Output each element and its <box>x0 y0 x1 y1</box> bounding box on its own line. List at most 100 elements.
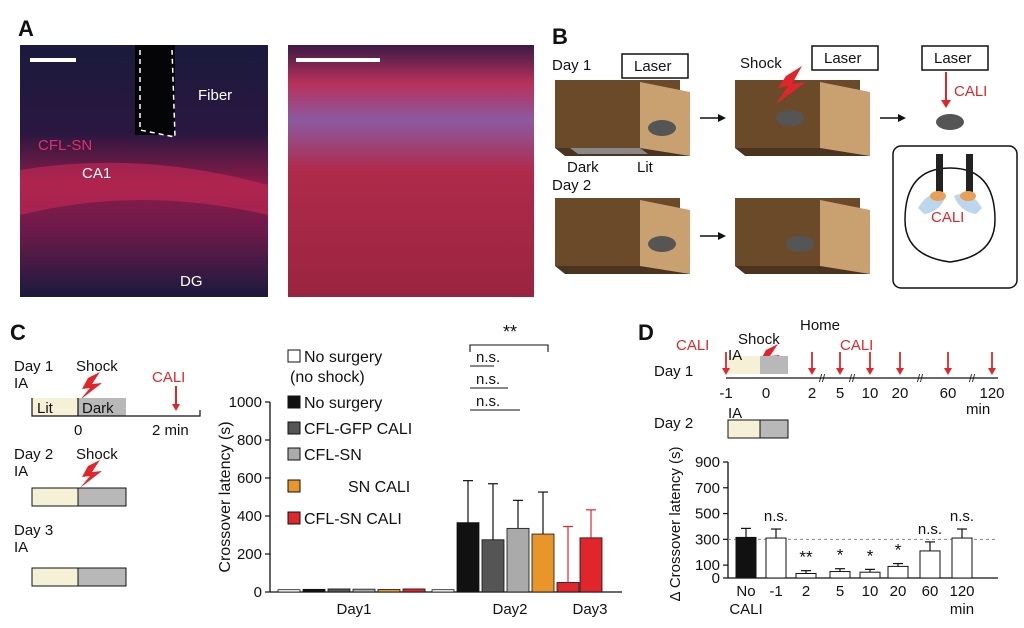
ca1-label: CA1 <box>82 165 111 182</box>
d-y-tick-label: 300 <box>695 531 720 548</box>
apparatus-day1-a <box>555 80 690 156</box>
d-home-label: Home <box>800 317 840 334</box>
c-legend-label: No surgery <box>304 395 382 412</box>
shock-bolt-b <box>776 66 806 104</box>
d-cali-arrowhead <box>722 368 730 375</box>
d-shock-label: Shock <box>738 331 780 348</box>
c-t2-label: 2 min <box>152 422 189 439</box>
d-x-tick-label: No <box>736 583 755 600</box>
d-x-tick-label: 20 <box>890 583 907 600</box>
ca1-band <box>20 162 268 215</box>
mouse-2 <box>776 110 804 126</box>
d-y-tick-label: 500 <box>695 506 720 523</box>
d-y-tick-label: 900 <box>695 454 720 471</box>
d-sig: n.s. <box>918 521 942 538</box>
c-legend-label: SN CALI <box>348 479 410 496</box>
laser-label-3: Laser <box>934 50 972 67</box>
c-legend-swatch <box>287 511 301 525</box>
c-bar <box>481 539 505 593</box>
c-y-tick-label: 600 <box>237 470 262 487</box>
mouse-3 <box>648 236 676 252</box>
c-y-axis-label: Crossover latency (s) <box>217 421 234 572</box>
d-x-tick-label: -1 <box>769 583 782 600</box>
c-day3-label: Day 3 <box>14 522 53 539</box>
d-min-label: min <box>966 401 990 418</box>
c-shock2-label: Shock <box>76 446 118 463</box>
c-day-label: Day1 <box>336 601 371 618</box>
c-bar <box>531 533 555 593</box>
cali-label-b2: CALI <box>931 209 964 226</box>
c-bar <box>556 582 580 593</box>
apparatus-day2-a <box>555 198 690 274</box>
d-bar <box>919 550 941 579</box>
c-bar <box>402 588 426 593</box>
c-legend-swatch <box>287 349 301 363</box>
d-x-tick-label: 120 <box>949 583 974 600</box>
micrograph-right <box>288 45 534 297</box>
c-y-tick-label: 200 <box>237 546 262 563</box>
d-sig: * <box>867 546 874 565</box>
c-bar <box>456 522 480 593</box>
d-y-tick-label: 700 <box>695 480 720 497</box>
d-bar <box>951 537 973 579</box>
mouse-1 <box>648 120 676 136</box>
scale-bar-right <box>296 58 380 62</box>
d-cali2-label: CALI <box>840 337 873 354</box>
c-y-tick-label: 0 <box>254 584 262 601</box>
d-bar <box>887 565 909 579</box>
cali-label-b1: CALI <box>954 83 987 100</box>
d-timeline-tick: 120 <box>979 385 1004 402</box>
d-cali-arrowhead <box>896 368 904 375</box>
c-y-tick-label: 400 <box>237 508 262 525</box>
d-sig: * <box>837 546 844 565</box>
d-bar <box>795 572 817 579</box>
panel-label-a: A <box>18 16 34 41</box>
d-axis-break: // <box>969 373 976 385</box>
d-bar <box>859 571 881 579</box>
laser-box-3 <box>921 45 989 71</box>
d-y-tick-label: 100 <box>695 557 720 574</box>
d-sig: * <box>895 541 902 560</box>
d-timeline-tick: 2 <box>808 385 816 402</box>
fiber-left <box>936 154 943 194</box>
d-timeline-tick: 0 <box>762 385 770 402</box>
c-legend-swatch <box>287 421 301 435</box>
c-ia2-label: IA <box>14 463 28 480</box>
cfl-sn-label: CFL-SN <box>38 137 92 154</box>
d-day1-label: Day 1 <box>654 363 693 380</box>
c-lit-label: Lit <box>37 400 54 417</box>
c-legend-swatch <box>287 479 301 493</box>
c-day2-label: Day 2 <box>14 446 53 463</box>
d-sig: ** <box>799 548 813 567</box>
d-axis-break: // <box>849 373 856 385</box>
d-x-unit-label: min <box>950 601 974 618</box>
c-bar <box>352 588 376 593</box>
b-day1-label: Day 1 <box>552 57 591 74</box>
c-dark-label: Dark <box>82 400 114 417</box>
d-ia1-label: IA <box>728 347 742 364</box>
c-day1-label: Day 1 <box>14 358 53 375</box>
c-t0-label: 0 <box>74 422 82 439</box>
d-timeline-tick: 5 <box>836 385 844 402</box>
dark-label: Dark <box>567 159 599 176</box>
c-y-tick-label: 1000 <box>229 394 262 411</box>
d-x-tick-label: 60 <box>922 583 939 600</box>
lit-label: Lit <box>637 159 654 176</box>
d-x-tick-label: 5 <box>836 583 844 600</box>
c-day-label: Day3 <box>572 601 607 618</box>
scale-bar-left <box>30 58 76 62</box>
d-cali-arrowhead <box>836 368 844 375</box>
c-lit-box <box>32 398 78 416</box>
c-sig: n.s. <box>476 349 500 366</box>
c-sig: n.s. <box>476 371 500 388</box>
shock-label-b: Shock <box>740 55 782 72</box>
c-legend-swatch <box>287 395 301 409</box>
panel-label-b: B <box>552 24 568 49</box>
d-cali-arrowhead <box>808 368 816 375</box>
c-sig: ** <box>503 322 517 342</box>
fiber-label: Fiber <box>198 87 232 104</box>
c-bar <box>277 589 301 593</box>
